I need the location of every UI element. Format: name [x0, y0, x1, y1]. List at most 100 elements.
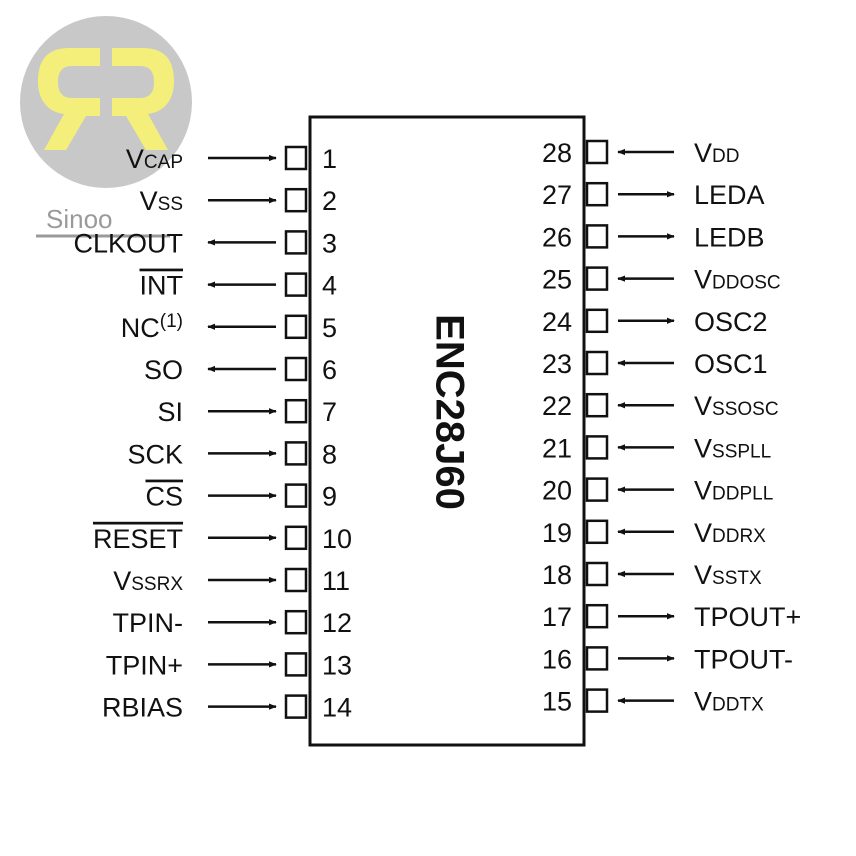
pin-8: 8 SCK	[127, 439, 337, 469]
left-pin-label-sub-2: SS	[158, 194, 183, 215]
pin-number-27: 27	[542, 180, 572, 210]
pin-27: 27 LEDA	[542, 180, 765, 210]
right-pin-label-20: VDDPLL	[694, 476, 773, 506]
right-pin-label-sub-20: DDPLL	[712, 484, 773, 505]
watermark-logo: Sinoo	[20, 16, 192, 238]
pin-2: 2 VSS	[140, 186, 337, 216]
pin-pad-3	[284, 230, 308, 255]
right-pin-label-19: VDDRX	[694, 518, 766, 548]
pin-9: 9CS	[145, 482, 337, 512]
pin-number-19: 19	[542, 518, 572, 548]
pin-pad-2	[284, 187, 308, 213]
pin-number-23: 23	[542, 349, 572, 379]
right-pin-label-21: VSSPLL	[694, 433, 771, 463]
pin-pad-8	[284, 441, 308, 466]
pin-22: 22 VSSOSC	[542, 391, 779, 421]
right-pin-label-sub-22: SSOSC	[712, 399, 779, 420]
pin-13: 13 TPIN+	[106, 650, 352, 680]
pin-20: 20 VDDPLL	[542, 476, 773, 506]
left-pin-label-8: SCK	[127, 439, 183, 469]
right-pin-label-27: LEDA	[694, 180, 765, 210]
pin-pad-28	[585, 139, 609, 165]
left-pin-label-13: TPIN+	[106, 650, 183, 680]
left-pin-label-14: RBIAS	[102, 693, 183, 723]
right-pin-label-sub-21: SSPLL	[712, 441, 771, 462]
pin-pad-14	[284, 694, 308, 719]
pin-pad-6	[284, 356, 308, 382]
pin-pad-24	[585, 308, 609, 334]
pin-pad-25	[585, 266, 609, 291]
pin-pad-12	[284, 609, 308, 635]
pin-21: 21 VSSPLL	[542, 433, 771, 463]
pin-pad-26	[585, 224, 609, 249]
pin-7: 7 SI	[157, 397, 337, 427]
pin-number-22: 22	[542, 391, 572, 421]
pin-pad-11	[284, 567, 308, 593]
pin-26: 26 LEDB	[542, 222, 765, 252]
pin-number-8: 8	[322, 439, 337, 469]
pin-pad-9	[284, 483, 308, 508]
right-pin-label-22: VSSOSC	[694, 391, 779, 421]
pin-pad-13	[284, 652, 308, 677]
left-pin-label-7: SI	[157, 397, 183, 427]
pin-number-4: 4	[322, 271, 337, 301]
pin-number-17: 17	[542, 602, 572, 632]
chip-name: ENC28J60	[427, 314, 471, 510]
left-pin-label-6: SO	[144, 355, 183, 385]
pin-pad-16	[585, 646, 609, 671]
pin-11: 11 VSSRX	[113, 566, 350, 596]
pin-number-13: 13	[322, 650, 352, 680]
right-pin-label-25: VDDOSC	[694, 265, 781, 295]
pin-number-2: 2	[322, 186, 337, 216]
chip-body	[308, 115, 586, 747]
pin-number-9: 9	[322, 482, 337, 512]
logo-letter-left	[38, 48, 100, 150]
right-pin-label-18: VSSTX	[694, 560, 762, 590]
left-pin-label-4: INT	[140, 271, 184, 301]
left-pin-label-sup-5: (1)	[160, 311, 183, 332]
pin-number-15: 15	[542, 687, 572, 717]
pin-number-3: 3	[322, 228, 337, 258]
left-pin-label-2: VSS	[140, 186, 183, 216]
pin-number-7: 7	[322, 397, 337, 427]
left-pin-label-3: CLKOUT	[73, 228, 183, 258]
pin-number-5: 5	[322, 313, 337, 343]
pin-number-11: 11	[322, 566, 350, 596]
logo-letter-right	[112, 48, 174, 150]
right-pin-label-sub-15: DDTX	[712, 695, 764, 716]
pin-pad-18	[585, 561, 609, 587]
watermark-text: Sinoo	[46, 204, 113, 234]
right-pin-label-23: OSC1	[694, 349, 768, 379]
pin-number-25: 25	[542, 265, 572, 295]
right-pin-label-sub-28: DD	[712, 146, 739, 167]
pin-pad-23	[585, 350, 609, 376]
right-pin-label-26: LEDB	[694, 222, 765, 252]
left-pin-label-10: RESET	[93, 524, 183, 554]
pin-number-10: 10	[322, 524, 352, 554]
pin-6: 6SO	[144, 355, 337, 385]
pin-number-26: 26	[542, 222, 572, 252]
pin-25: 25 VDDOSC	[542, 265, 781, 295]
pin-pad-20	[585, 477, 609, 502]
pin-number-20: 20	[542, 476, 572, 506]
right-pin-label-sub-25: DDOSC	[712, 273, 781, 294]
pin-number-21: 21	[542, 433, 572, 463]
pin-pad-17	[585, 603, 609, 629]
pin-number-1: 1	[322, 144, 337, 174]
left-pin-label-11: VSSRX	[113, 566, 183, 596]
pin-pad-15	[585, 688, 609, 713]
pin-pad-5	[284, 314, 308, 340]
pin-pad-27	[585, 181, 609, 207]
right-pin-label-16: TPOUT-	[694, 644, 793, 674]
pin-number-12: 12	[322, 608, 352, 638]
pin-pad-4	[284, 272, 308, 297]
pin-pad-21	[585, 435, 609, 460]
left-pin-label-sub-11: SSRX	[131, 574, 183, 595]
pin-number-24: 24	[542, 307, 572, 337]
left-pin-label-5: NC(1)	[121, 311, 183, 343]
